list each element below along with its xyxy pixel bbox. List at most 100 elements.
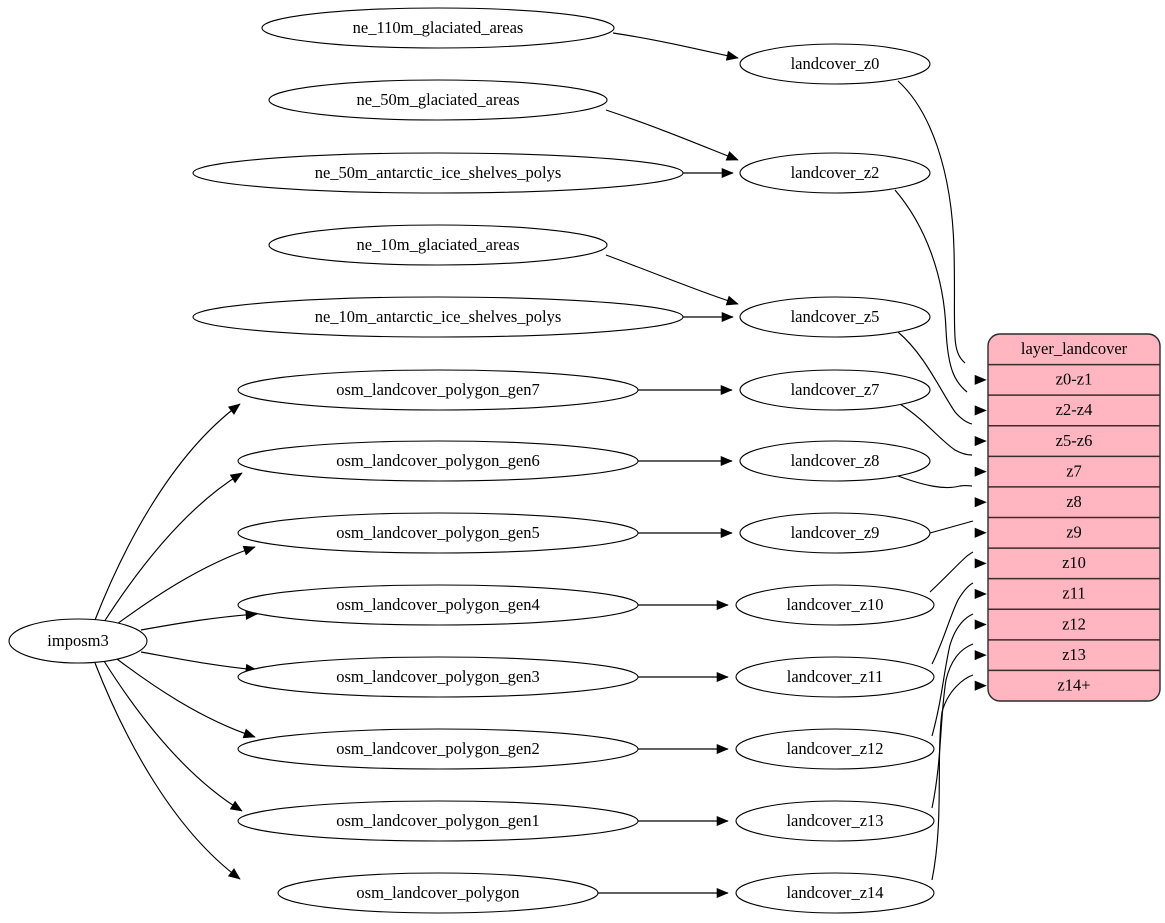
node-landcover_z13[interactable]: landcover_z13 [735, 800, 935, 842]
arrowhead-to-osm_landcover_polygon_gen5 [242, 545, 256, 556]
edge-landcover_z9-to-row-5 [929, 520, 974, 534]
node-label-landcover_z9: landcover_z9 [791, 523, 880, 542]
table-layer_landcover[interactable]: layer_landcoverz0-z1z2-z4z5-z6z7z8z9z10z… [987, 333, 1161, 702]
node-label-osm_landcover_polygon_gen5: osm_landcover_polygon_gen5 [336, 523, 539, 542]
node-label-osm_landcover_polygon_gen4: osm_landcover_polygon_gen4 [336, 595, 539, 614]
node-osm_landcover_polygon_gen6[interactable]: osm_landcover_polygon_gen6 [237, 440, 639, 482]
edge-imposm3-to-osm_landcover_polygon_gen6 [103, 472, 243, 623]
table-row-z12[interactable]: z12 [1062, 614, 1086, 633]
node-label-ne_110m_glaciated_areas: ne_110m_glaciated_areas [353, 18, 524, 37]
node-ne_10m_glaciated_areas[interactable]: ne_10m_glaciated_areas [268, 224, 608, 266]
arrowhead-to-landcover_z12 [716, 743, 729, 755]
node-label-landcover_z5: landcover_z5 [791, 307, 880, 326]
arrowhead-to-landcover_z11 [716, 671, 729, 683]
node-osm_landcover_polygon_gen5[interactable]: osm_landcover_polygon_gen5 [237, 512, 639, 554]
node-shape-landcover_z8 [739, 440, 931, 482]
node-label-osm_landcover_polygon: osm_landcover_polygon [356, 883, 519, 902]
node-label-osm_landcover_polygon_gen3: osm_landcover_polygon_gen3 [336, 667, 539, 686]
arrowhead-to-osm_landcover_polygon_gen7 [227, 403, 241, 415]
arrowhead-to-z14+ [974, 680, 987, 691]
node-osm_landcover_polygon_gen2[interactable]: osm_landcover_polygon_gen2 [237, 728, 639, 770]
node-label-ne_50m_glaciated_areas: ne_50m_glaciated_areas [356, 90, 519, 109]
edge-landcover_z5-to-row-2 [897, 331, 973, 425]
edge-imposm3-to-osm_landcover_polygon_gen5 [116, 546, 256, 625]
arrowhead-to-osm_landcover_polygon_gen6 [229, 472, 243, 484]
node-osm_landcover_polygon_gen1[interactable]: osm_landcover_polygon_gen1 [237, 800, 639, 842]
node-ne_110m_glaciated_areas[interactable]: ne_110m_glaciated_areas [261, 7, 615, 49]
arrowhead-to-z8 [974, 497, 987, 508]
edge-landcover_z11-to-row-7 [931, 582, 974, 665]
node-shape-osm_landcover_polygon_gen7 [237, 369, 639, 411]
arrowhead-to-osm_landcover_polygon_gen2 [242, 728, 256, 739]
node-landcover_z11[interactable]: landcover_z11 [735, 656, 935, 698]
node-landcover_z12[interactable]: landcover_z12 [735, 728, 935, 770]
node-shape-landcover_z11 [735, 656, 935, 698]
arrowhead-to-landcover_z2 [725, 151, 739, 161]
node-label-osm_landcover_polygon_gen6: osm_landcover_polygon_gen6 [336, 451, 539, 470]
edge-landcover_z14-to-row-10 [931, 674, 974, 881]
node-landcover_z5[interactable]: landcover_z5 [739, 296, 931, 338]
node-label-imposm3: imposm3 [47, 631, 108, 650]
node-shape-osm_landcover_polygon_gen4 [237, 584, 639, 626]
node-ne_10m_antarctic_ice_shelves_polys[interactable]: ne_10m_antarctic_ice_shelves_polys [192, 296, 684, 338]
node-imposm3[interactable]: imposm3 [8, 618, 148, 664]
node-osm_landcover_polygon_gen7[interactable]: osm_landcover_polygon_gen7 [237, 369, 639, 411]
arrowhead-to-z5-z6 [974, 435, 987, 447]
table-row-z14+[interactable]: z14+ [1057, 675, 1090, 694]
node-shape-landcover_z13 [735, 800, 935, 842]
node-shape-landcover_z0 [739, 43, 931, 85]
node-shape-ne_50m_antarctic_ice_shelves_polys [192, 152, 684, 194]
node-landcover_z0[interactable]: landcover_z0 [739, 43, 931, 85]
table-row-z9[interactable]: z9 [1066, 523, 1082, 542]
node-osm_landcover_polygon_gen4[interactable]: osm_landcover_polygon_gen4 [237, 584, 639, 626]
node-shape-osm_landcover_polygon_gen5 [237, 512, 639, 554]
node-shape-landcover_z7 [739, 369, 931, 411]
table-row-z5-z6[interactable]: z5-z6 [1056, 431, 1093, 450]
table-row-z2-z4[interactable]: z2-z4 [1056, 400, 1093, 419]
table-row-z7[interactable]: z7 [1066, 461, 1082, 480]
node-shape-osm_landcover_polygon_gen6 [237, 440, 639, 482]
arrowhead-to-z9 [974, 527, 987, 538]
arrowhead-to-landcover_z2 [721, 167, 734, 179]
arrowhead-to-z13 [974, 650, 987, 661]
edge-ne_10m_glaciated_areas-to-landcover_z5 [605, 254, 739, 305]
arrowhead-to-z10 [974, 558, 987, 569]
arrowhead-to-landcover_z5 [721, 311, 734, 323]
node-landcover_z10[interactable]: landcover_z10 [735, 584, 935, 626]
table-row-z13[interactable]: z13 [1062, 645, 1086, 664]
node-label-landcover_z0: landcover_z0 [791, 54, 880, 73]
node-landcover_z14[interactable]: landcover_z14 [735, 872, 935, 914]
node-shape-ne_110m_glaciated_areas [261, 7, 615, 49]
node-osm_landcover_polygon_gen3[interactable]: osm_landcover_polygon_gen3 [237, 656, 639, 698]
edges-layer [94, 32, 974, 894]
node-landcover_z2[interactable]: landcover_z2 [739, 152, 931, 194]
table-row-z11[interactable]: z11 [1062, 584, 1085, 603]
nodes-layer: ne_110m_glaciated_areas ne_50m_glaciated_… [8, 7, 935, 914]
edge-landcover_z2-to-row-1 [894, 189, 968, 393]
node-label-osm_landcover_polygon_gen2: osm_landcover_polygon_gen2 [336, 739, 539, 758]
node-landcover_z7[interactable]: landcover_z7 [739, 369, 931, 411]
arrowhead-to-landcover_z5 [725, 295, 739, 306]
arrowhead-to-landcover_z7 [720, 384, 733, 396]
edge-imposm3-to-osm_landcover_polygon [94, 662, 241, 880]
node-ne_50m_antarctic_ice_shelves_polys[interactable]: ne_50m_antarctic_ice_shelves_polys [192, 152, 684, 194]
node-landcover_z9[interactable]: landcover_z9 [739, 512, 931, 554]
table-row-z8[interactable]: z8 [1066, 492, 1082, 511]
arrowhead-to-z11 [974, 588, 987, 600]
edge-imposm3-to-osm_landcover_polygon_gen1 [103, 660, 243, 812]
arrowhead-to-landcover_z10 [716, 599, 729, 611]
node-label-landcover_z11: landcover_z11 [787, 667, 884, 686]
node-label-landcover_z10: landcover_z10 [786, 595, 883, 614]
node-ne_50m_glaciated_areas[interactable]: ne_50m_glaciated_areas [268, 79, 608, 121]
arrowhead-to-landcover_z14 [716, 887, 729, 899]
node-shape-osm_landcover_polygon_gen2 [237, 728, 639, 770]
node-label-ne_10m_antarctic_ice_shelves_polys: ne_10m_antarctic_ice_shelves_polys [315, 307, 562, 326]
node-osm_landcover_polygon[interactable]: osm_landcover_polygon [277, 872, 599, 914]
table-row-z10[interactable]: z10 [1062, 553, 1086, 572]
node-shape-ne_10m_antarctic_ice_shelves_polys [192, 296, 684, 338]
node-shape-landcover_z9 [739, 512, 931, 554]
node-shape-osm_landcover_polygon_gen3 [237, 656, 639, 698]
node-landcover_z8[interactable]: landcover_z8 [739, 440, 931, 482]
table-row-z0-z1[interactable]: z0-z1 [1056, 370, 1093, 389]
